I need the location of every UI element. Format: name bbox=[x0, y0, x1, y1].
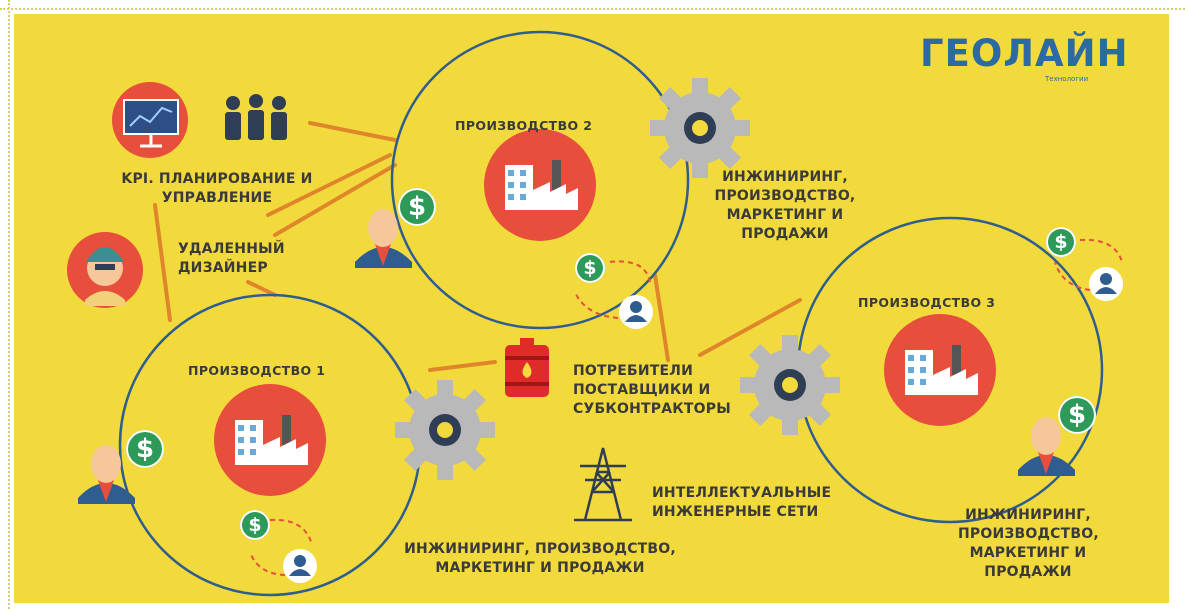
connector-kpi-center bbox=[266, 153, 392, 217]
dollar-coin-icon: $ bbox=[1046, 227, 1076, 257]
connector-remote-prod1 bbox=[246, 280, 277, 297]
worker-icon bbox=[1018, 417, 1075, 476]
production-3-description: ИНЖИНИРИНГ, ПРОИЗВОДСТВО, МАРКЕТИНГ И ПР… bbox=[958, 507, 1099, 580]
logo-title: ГЕОЛАЙН bbox=[920, 32, 1129, 75]
connector-prod2-consumers bbox=[653, 273, 670, 362]
production-1-title: ПРОИЗВОДСТВО 1 bbox=[188, 363, 326, 378]
factory-icon bbox=[214, 384, 326, 496]
production-3-title: ПРОИЗВОДСТВО 3 bbox=[858, 295, 996, 310]
factory-icon bbox=[484, 129, 596, 241]
gear-icon bbox=[395, 380, 495, 480]
flow-arrow bbox=[1054, 261, 1091, 291]
user-icon bbox=[619, 295, 653, 329]
logo-subtitle: Технологии bbox=[1045, 75, 1089, 83]
gear-icon bbox=[650, 78, 750, 178]
oil-barrel-icon bbox=[505, 338, 549, 397]
connector-remote-prod2 bbox=[273, 163, 397, 237]
power-tower-icon bbox=[574, 447, 632, 522]
connector-kpi-prod2 bbox=[308, 121, 397, 142]
flow-arrow bbox=[269, 518, 313, 546]
kpi-label: KPI. ПЛАНИРОВАНИЕ И УПРАВЛЕНИЕ bbox=[121, 171, 313, 206]
circle-production-2 bbox=[390, 30, 690, 330]
flow-arrow bbox=[249, 551, 286, 576]
gear-icon bbox=[740, 335, 840, 435]
production-circles bbox=[118, 30, 1104, 597]
flow-arrow bbox=[609, 260, 651, 283]
factory-icon bbox=[884, 314, 996, 426]
production-2-description: ИНЖИНИРИНГ, ПРОИЗВОДСТВО, МАРКЕТИНГ И ПР… bbox=[714, 169, 856, 242]
presentation-board-icon bbox=[112, 82, 188, 158]
dotted-border-left bbox=[8, 0, 10, 609]
worker-icon bbox=[355, 209, 412, 268]
dollar-coin-icon: $ bbox=[1058, 396, 1096, 434]
production-2-title: ПРОИЗВОДСТВО 2 bbox=[455, 118, 593, 133]
consumers-label: ПОТРЕБИТЕЛИ ПОСТАВЩИКИ И СУБКОНТРАКТОРЫ bbox=[573, 363, 731, 417]
engineer-avatar-icon bbox=[67, 232, 143, 308]
connector-kpi-prod1 bbox=[153, 203, 172, 322]
worker-icon bbox=[78, 445, 135, 504]
dollar-coin-icon: $ bbox=[240, 510, 270, 540]
production-1-description: ИНЖИНИРИНГ, ПРОИЗВОДСТВО, МАРКЕТИНГ И ПР… bbox=[404, 541, 676, 576]
dollar-coin-icon: $ bbox=[126, 430, 164, 468]
flow-arrow bbox=[574, 291, 619, 319]
team-icon bbox=[225, 94, 287, 140]
flow-arrow bbox=[1079, 238, 1123, 263]
connector-prod1-consumers bbox=[428, 360, 497, 372]
dollar-coin-icon: $ bbox=[575, 253, 605, 283]
smart-grid-label: ИНТЕЛЛЕКТУАЛЬНЫЕ ИНЖЕНЕРНЫЕ СЕТИ bbox=[652, 485, 832, 520]
dollar-coin-icon: $ bbox=[398, 188, 436, 226]
remote-designer-label: УДАЛЕННЫЙ ДИЗАЙНЕР bbox=[178, 241, 285, 276]
money-flow-arrows bbox=[249, 238, 1123, 576]
user-icon bbox=[1089, 267, 1123, 301]
connector-consumers-prod3 bbox=[698, 298, 802, 357]
dotted-border-top bbox=[0, 8, 1185, 10]
user-icon bbox=[283, 549, 317, 583]
connector-lines bbox=[153, 121, 802, 372]
